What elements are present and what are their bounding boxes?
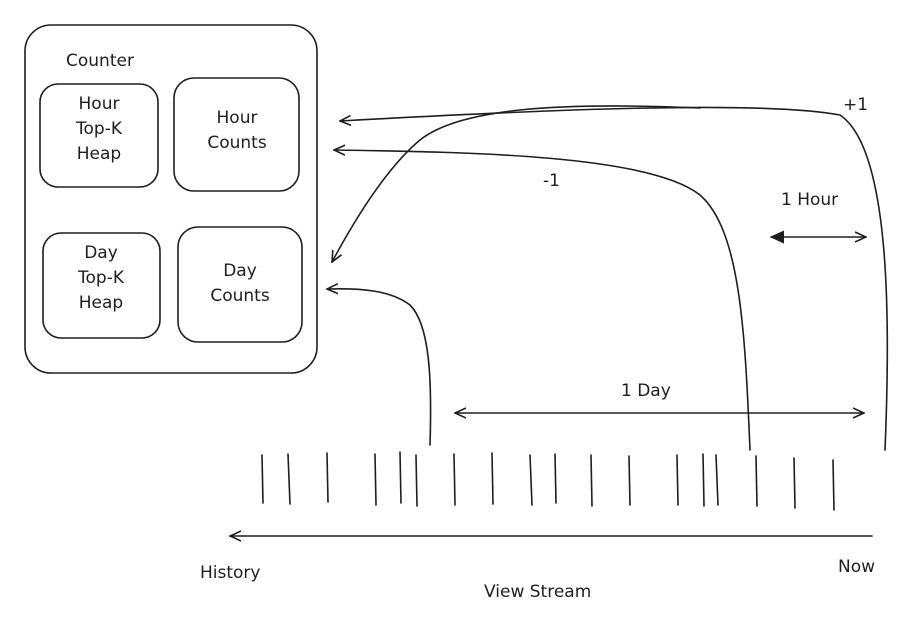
hour-counts-line-1: Hour (217, 108, 258, 128)
view-event (702, 453, 705, 507)
view-stream-events (261, 451, 835, 511)
view-event (415, 454, 418, 507)
now-label: Now (838, 557, 875, 577)
view-event (491, 452, 494, 505)
hour-top-k-heap-box (39, 83, 159, 188)
plus-one-label: +1 (843, 95, 868, 115)
hour-counts-box (173, 77, 300, 192)
day-heap-line-1: Day (84, 243, 118, 263)
day-heap-line-3: Heap (79, 293, 123, 313)
view-event (554, 453, 557, 504)
view-event (374, 453, 377, 506)
day-counts-line-1: Day (223, 261, 257, 281)
view-event (261, 454, 264, 504)
day-heap-line-2: Top-K (77, 268, 125, 288)
one-day-label: 1 Day (621, 381, 671, 401)
one-hour-label: 1 Hour (781, 190, 838, 210)
counter-title: Counter (66, 51, 134, 71)
view-event (832, 459, 835, 511)
counter-container (24, 24, 318, 374)
minus-one-day-arrow (327, 289, 432, 446)
day-counts-line-2: Counts (210, 286, 269, 306)
minus-one-hour-arrow (334, 150, 751, 451)
view-event (755, 455, 758, 507)
hour-heap-line-2: Top-K (75, 119, 123, 139)
view-event (793, 457, 796, 509)
view-event (453, 453, 456, 506)
hour-counts-line-2: Counts (207, 133, 266, 153)
history-label: History (200, 563, 260, 583)
view-event (715, 454, 719, 506)
plus-one-hour-arrow (340, 106, 889, 451)
view-event (628, 455, 631, 506)
view-event (287, 453, 291, 505)
view-event (326, 452, 329, 503)
view-event (676, 454, 679, 506)
day-counts-box (177, 226, 303, 343)
plus-one-day-arrow (332, 105, 701, 262)
hour-heap-line-1: Hour (79, 94, 120, 114)
hour-heap-line-3: Heap (77, 144, 121, 164)
day-top-k-heap-box (42, 232, 161, 339)
minus-one-label: -1 (543, 171, 560, 191)
view-event (590, 454, 593, 507)
view-stream-label: View Stream (484, 582, 591, 602)
view-event (399, 451, 402, 504)
view-event (529, 454, 533, 506)
